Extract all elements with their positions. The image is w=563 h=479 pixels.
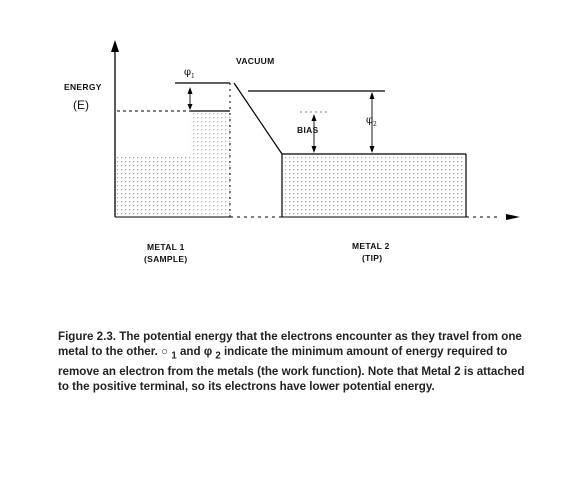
baseline-arrowhead — [506, 214, 520, 220]
caption-symbol-1: ○ — [161, 345, 169, 359]
metal1-fill — [116, 157, 190, 216]
metal1-role: (SAMPLE) — [144, 254, 188, 264]
phi1-arrow-up — [187, 87, 193, 94]
phi2-symbol: φ — [366, 115, 374, 126]
phi1-subscript: 1 — [191, 73, 195, 80]
metal1-fill-upper — [190, 112, 230, 216]
metal2-role: (TIP) — [362, 253, 383, 263]
phi2-subscript: 2 — [373, 121, 377, 128]
bias-label: BIAS — [297, 125, 319, 135]
vacuum-label: VACUUM — [236, 56, 275, 66]
caption-figure-label: Figure 2.3. — [58, 330, 116, 343]
phi1-arrow-down — [187, 104, 193, 110]
caption-symbol-2: φ — [203, 345, 213, 359]
phi2-label: φ2 — [366, 115, 377, 128]
energy-axis-arrowhead — [111, 40, 119, 52]
phi2-arrow-up — [369, 92, 375, 99]
metal2-name: METAL 2 — [352, 241, 390, 251]
caption-text-a: The potential energy that the electrons … — [58, 330, 522, 359]
caption-sub-2: 2 — [215, 350, 221, 362]
figure-caption: Figure 2.3. The potential energy that th… — [58, 329, 536, 394]
caption-sub-1: 1 — [171, 350, 177, 362]
metal2-fill — [283, 155, 465, 216]
bias-arrow-up — [311, 114, 317, 121]
bias-arrow-down — [311, 146, 317, 153]
phi1-symbol: φ — [184, 67, 192, 78]
energy-axis-label: ENERGY — [64, 82, 102, 92]
energy-axis-symbol: (E) — [73, 98, 89, 112]
metal1-name: METAL 1 — [147, 242, 185, 252]
caption-and: and — [179, 345, 201, 359]
caption-text-b: indicate the minimum amount of energy re… — [58, 345, 525, 393]
phi2-arrow-down — [369, 146, 375, 153]
phi1-label: φ1 — [184, 67, 195, 80]
vacuum-barrier — [233, 82, 283, 155]
